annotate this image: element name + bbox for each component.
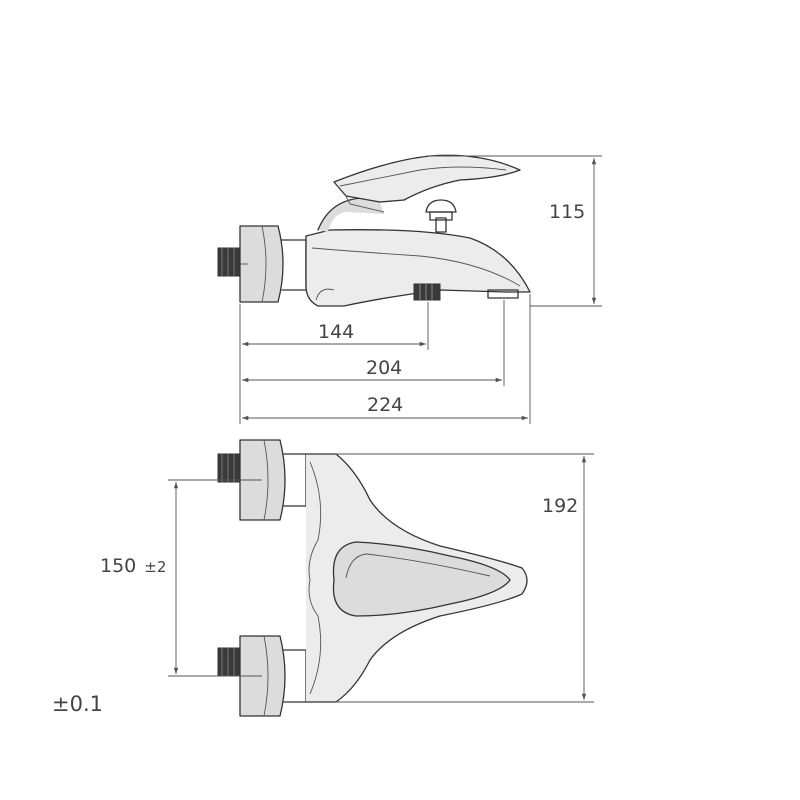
side-view [217,154,531,307]
top-dimensions: 192 150 ±2 [100,453,594,703]
side-lever-handle [317,154,521,232]
side-shower-outlet [487,289,519,299]
dim-spacing-tolerance: ±2 [144,558,166,576]
side-diverter-knob [425,199,457,233]
top-inlet-lower [217,635,307,717]
dim-depth-label: 192 [542,495,578,517]
side-mixer-body [305,229,531,307]
side-threaded-inlet [217,247,241,277]
dim-spacing-label: 150 ±2 [100,555,166,577]
dim-204-label: 204 [366,357,402,379]
dim-height-label: 115 [549,201,585,223]
top-view [217,439,528,717]
side-dimensions: 115 144 204 224 [239,155,602,424]
dim-spacing-value: 150 [100,555,136,577]
side-wall-rosette [239,225,284,303]
general-tolerance-note: ±0.1 [52,692,103,716]
top-inlet-upper [217,439,307,521]
dim-144-label: 144 [318,321,354,343]
side-aerator [413,283,441,301]
side-connector [281,239,307,291]
dim-224-label: 224 [367,394,403,416]
top-lever-handle [332,541,511,617]
